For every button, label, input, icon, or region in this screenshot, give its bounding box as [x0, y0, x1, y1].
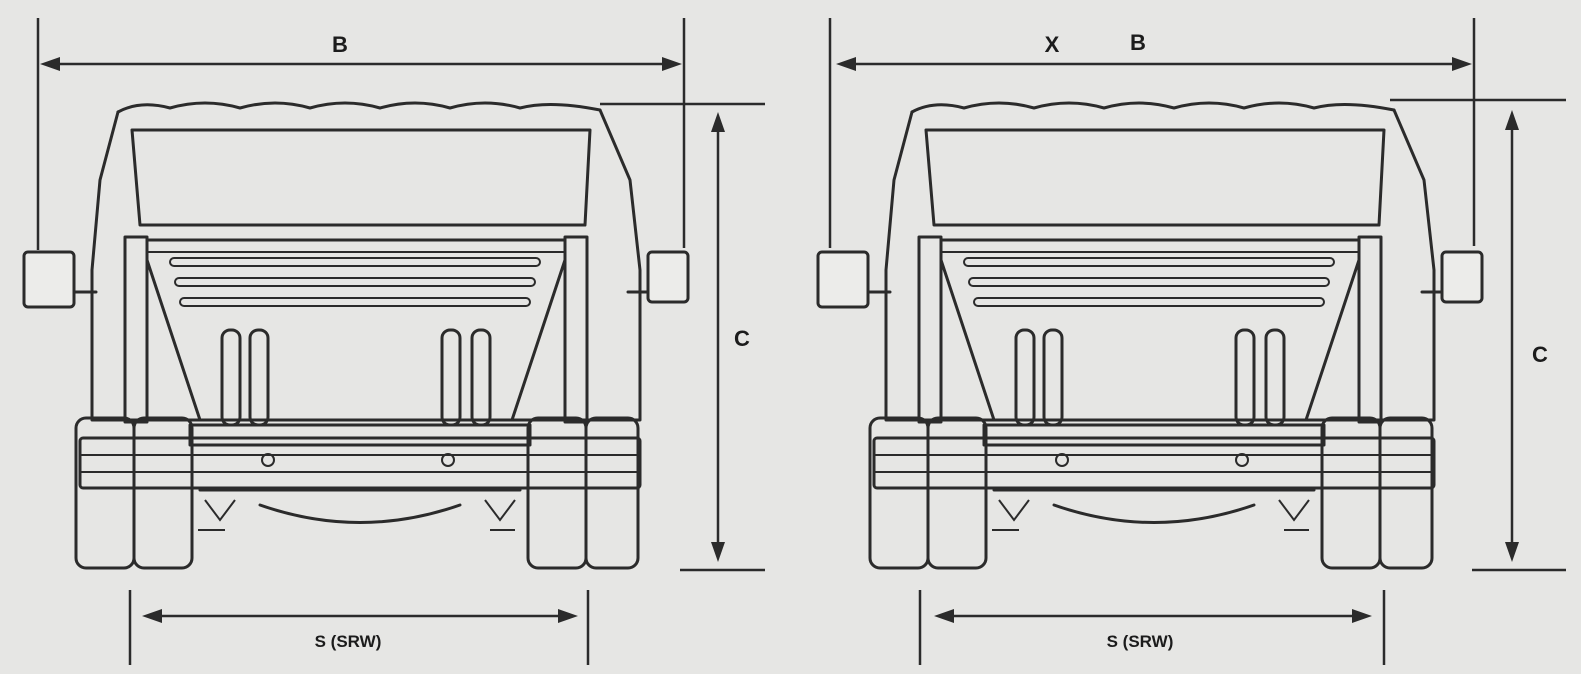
width-arrow-left	[40, 57, 60, 71]
track-label: S (SRW)	[1107, 632, 1174, 651]
height-arrow-top	[711, 112, 725, 132]
truck-diagram-left: B C S (SRW)	[22, 18, 765, 665]
track-arrow-right	[558, 609, 578, 623]
width-arrow-left	[836, 57, 856, 71]
height-label: C	[1532, 342, 1548, 367]
height-arrow-bottom	[1505, 542, 1519, 562]
height-arrow-top	[1505, 110, 1519, 130]
width-arrow-right	[1452, 57, 1472, 71]
width-label: B	[332, 32, 348, 57]
track-arrow-left	[934, 609, 954, 623]
truck-diagram-right: X B C S (SRW)	[816, 18, 1566, 665]
truck-rear-view-right	[816, 101, 1484, 570]
width-prefix-label: X	[1045, 32, 1060, 57]
height-arrow-bottom	[711, 542, 725, 562]
width-arrow-right	[662, 57, 682, 71]
width-label: B	[1130, 30, 1146, 55]
truck-rear-view-left	[22, 101, 690, 570]
height-label: C	[734, 326, 750, 351]
track-arrow-right	[1352, 609, 1372, 623]
track-label: S (SRW)	[315, 632, 382, 651]
track-arrow-left	[142, 609, 162, 623]
